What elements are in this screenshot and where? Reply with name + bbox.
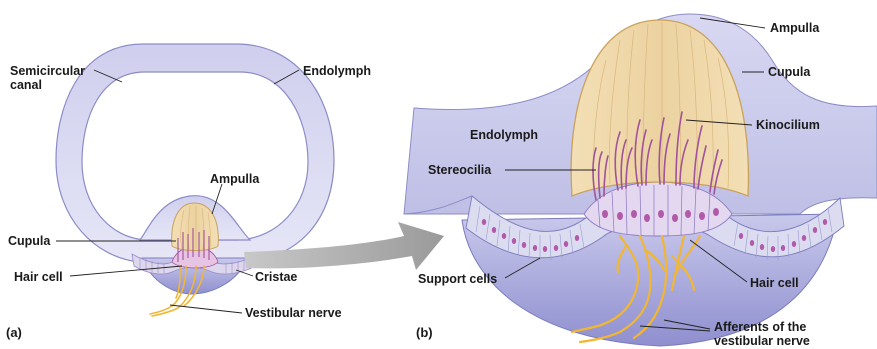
semicircular-canal-label: Semicircular canal [10,64,85,92]
vestibular-nerve-label: Vestibular nerve [245,306,342,320]
panel-b-art [404,14,877,346]
panel-a-tag: (a) [6,326,22,340]
cupula-label-b: Cupula [768,65,810,79]
hair-cell-label-a: Hair cell [14,270,63,284]
panel-b-tag: (b) [416,326,433,340]
hair-cell-label-b: Hair cell [750,276,799,290]
ampulla-label-a: Ampulla [210,172,259,186]
afferents-label-line1: Afferents of the [714,320,806,334]
stereocilia-label: Stereocilia [428,163,491,177]
stereocilia-a [178,228,209,262]
semicircular-canal-label-line2: canal [10,78,42,92]
semicircular-canal-label-line1: Semicircular [10,64,85,78]
afferents-label: Afferents of the vestibular nerve [714,320,810,348]
kinocilium-label: Kinocilium [756,118,820,132]
support-cells-label: Support cells [418,272,497,286]
endolymph-label-a: Endolymph [303,64,371,78]
ampulla-label-b: Ampulla [770,21,819,35]
cupula-label-a: Cupula [8,234,50,248]
endolymph-label-b: Endolymph [470,128,538,142]
afferents-label-line2: vestibular nerve [714,334,810,348]
cristae-label: Cristae [255,270,297,284]
